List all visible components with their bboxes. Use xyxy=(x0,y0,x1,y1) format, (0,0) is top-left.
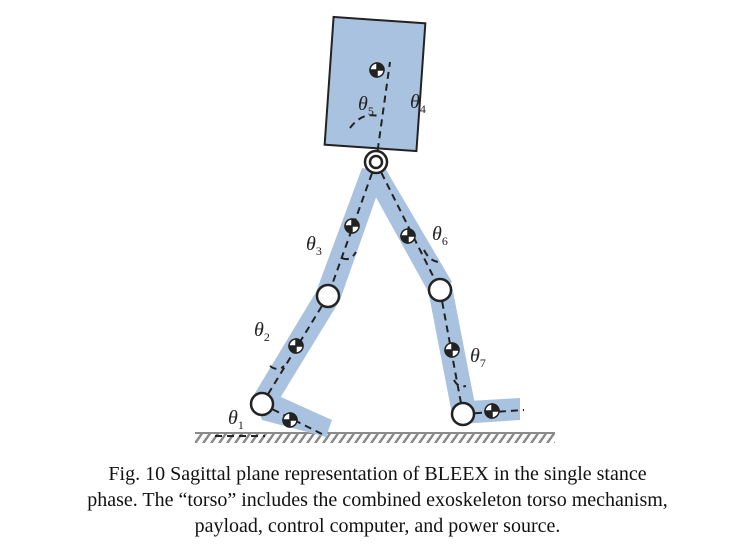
hip-joint xyxy=(363,149,389,175)
com-marker-torso xyxy=(369,62,385,78)
caption-line-2: phase. The “torso” includes the combined… xyxy=(87,489,668,511)
joints xyxy=(249,149,476,427)
com-marker-left-thigh xyxy=(344,218,360,234)
center-of-mass-markers xyxy=(282,62,500,428)
theta4-label: θ4 xyxy=(410,91,426,116)
left-knee-joint xyxy=(315,283,341,309)
theta6-label: θ6 xyxy=(432,223,448,248)
limbs xyxy=(252,168,520,437)
com-marker-right-foot xyxy=(484,403,500,419)
com-marker-left-foot xyxy=(282,412,298,428)
theta7-label: θ7 xyxy=(470,345,486,370)
left-ankle-joint xyxy=(249,391,275,417)
theta3-label: θ3 xyxy=(306,233,322,258)
caption-line-3: payload, control computer, and power sou… xyxy=(194,515,561,537)
right-ankle-joint xyxy=(450,401,476,427)
theta5-label: θ5 xyxy=(358,93,374,118)
com-marker-right-thigh xyxy=(400,228,416,244)
ground xyxy=(195,432,555,443)
figure-caption: Fig. 10 Sagittal plane representation of… xyxy=(0,461,755,539)
theta1-label: θ1 xyxy=(228,407,244,432)
torso xyxy=(323,15,427,153)
right-knee-joint xyxy=(427,277,453,303)
theta2-label: θ2 xyxy=(254,319,270,344)
com-marker-right-shank xyxy=(444,342,460,358)
angle-labels: θ1 θ2 θ3 θ4 θ5 θ6 θ7 xyxy=(228,91,486,432)
caption-line-1: Fig. 10 Sagittal plane representation of… xyxy=(108,463,647,485)
com-marker-left-shank xyxy=(288,338,304,354)
